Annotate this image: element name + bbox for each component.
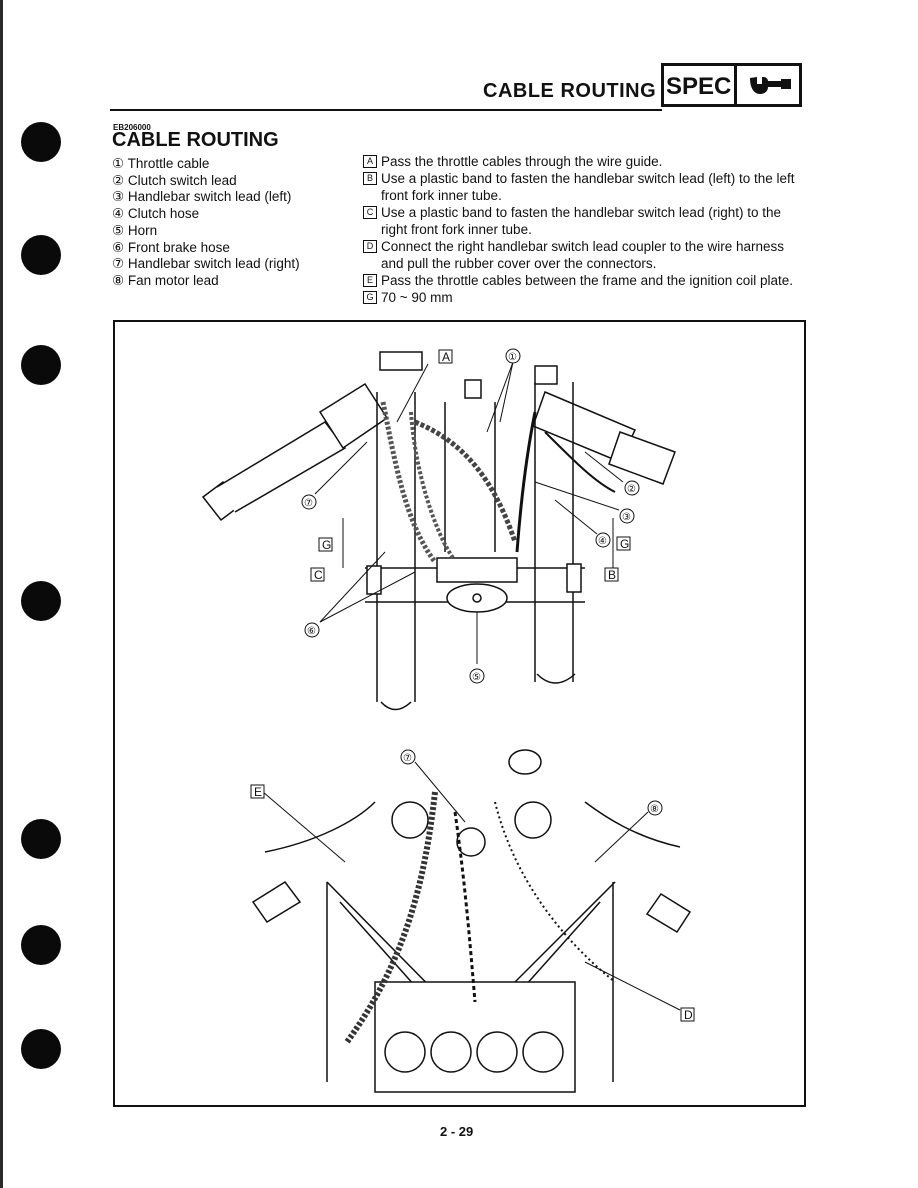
parts-legend: ① Throttle cable ② Clutch switch lead ③ …	[112, 156, 300, 290]
header-title: CABLE ROUTING	[483, 80, 657, 102]
note-item: D Connect the right handlebar switch lead…	[363, 238, 803, 272]
figure-callouts: A ① ⑦ ② ③ ④ G G C B ⑥ ⑤ ⑦ E ⑧ D	[250, 348, 695, 1022]
spec-label: SPEC	[666, 73, 732, 100]
callout-label: C	[314, 568, 323, 582]
legend-item: ⑧ Fan motor lead	[112, 272, 219, 288]
legend-item: ④ Clutch hose	[112, 206, 200, 222]
instruction-notes: A Pass the throttle cables through the wi…	[363, 153, 803, 306]
bottom-view-engine	[251, 749, 692, 1093]
note-text: 70 ~ 90 mm	[381, 290, 453, 305]
note-item: A Pass the throttle cables through the wi…	[363, 153, 803, 170]
callout-label: ①	[508, 352, 517, 363]
binding-edge	[0, 0, 3, 1188]
callout-label: E	[254, 785, 262, 799]
legend-item: ⑦ Handlebar switch lead (right)	[112, 256, 300, 272]
legend-item: ① Throttle cable	[112, 156, 210, 171]
punch-hole	[21, 122, 61, 162]
note-item: E Pass the throttle cables between the fr…	[363, 272, 803, 289]
note-item: C Use a plastic band to fasten the handle…	[363, 204, 803, 238]
callout-label: ⑦	[304, 498, 313, 509]
wrench-icon	[750, 77, 791, 94]
punch-hole	[21, 235, 61, 275]
punch-hole	[21, 345, 61, 385]
callout-label: A	[442, 350, 450, 364]
punch-hole	[21, 1029, 61, 1069]
spec-divider	[734, 63, 737, 107]
note-marker: E	[363, 274, 377, 287]
spec-badge	[661, 63, 802, 107]
note-text: Use a plastic band to fasten the handleb…	[381, 205, 781, 237]
page-number: 2 - 29	[440, 1124, 474, 1139]
section-title: CABLE ROUTING	[112, 129, 279, 151]
section-code: EB206000	[113, 123, 151, 132]
legend-item: ③ Handlebar switch lead (left)	[112, 189, 292, 205]
legend-item: ⑤ Horn	[112, 222, 158, 238]
top-view-handlebar	[201, 351, 676, 711]
callout-label: ⑥	[307, 626, 316, 637]
note-marker: C	[363, 206, 377, 219]
note-marker: B	[363, 172, 377, 185]
header-rule	[110, 109, 662, 111]
callout-label: ⑤	[472, 672, 481, 683]
callout-label: B	[608, 568, 616, 582]
note-marker: A	[363, 155, 377, 168]
cable-routing-diagram: A ① ⑦ ② ③ ④ G G C B ⑥ ⑤ ⑦ E ⑧ D	[201, 348, 695, 1093]
note-item: G 70 ~ 90 mm	[363, 289, 803, 306]
note-item: B Use a plastic band to fasten the handle…	[363, 170, 803, 204]
punch-hole	[21, 819, 61, 859]
note-text: Pass the throttle cables between the fra…	[381, 273, 794, 288]
leader-lines	[262, 361, 681, 1011]
note-marker: G	[363, 291, 377, 304]
callout-label: ②	[627, 484, 636, 495]
legend-item: ⑥ Front brake hose	[112, 239, 230, 255]
note-marker: D	[363, 240, 377, 253]
callout-label: G	[322, 538, 331, 552]
punch-hole	[21, 925, 61, 965]
callout-label: ④	[598, 536, 607, 547]
callout-label: ⑧	[650, 804, 659, 815]
note-text: Pass the throttle cables through the wir…	[381, 154, 663, 169]
figure-frame	[113, 320, 806, 1107]
callout-label: G	[620, 537, 629, 551]
legend-item: ② Clutch switch lead	[112, 172, 237, 188]
punch-hole	[21, 581, 61, 621]
callout-label: ③	[622, 512, 631, 523]
note-text: Connect the right handlebar switch lead …	[381, 239, 784, 271]
note-text: Use a plastic band to fasten the handleb…	[381, 171, 795, 203]
callout-label: D	[684, 1008, 693, 1022]
callout-label: ⑦	[403, 753, 412, 764]
